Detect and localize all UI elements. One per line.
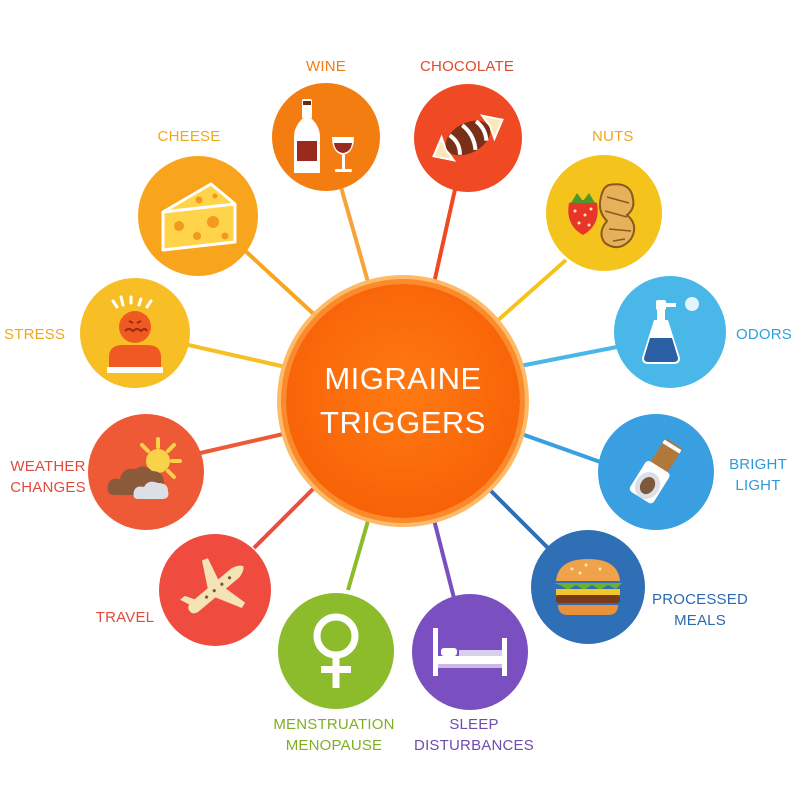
- weather-changes-label: WEATHER CHANGES: [10, 458, 86, 496]
- female-symbol-icon: [313, 613, 359, 688]
- connector-sleep: [430, 511, 456, 599]
- bright-light-node: [598, 414, 714, 530]
- cheese-label: CHEESE: [157, 128, 221, 145]
- connector-wine: [337, 179, 374, 297]
- processed-meals-node: [531, 530, 645, 644]
- bed-icon: [433, 628, 507, 676]
- connector-menstruation: [346, 513, 372, 591]
- connector-chocolate: [430, 175, 460, 293]
- odors-label: ODORS: [736, 326, 793, 343]
- processed-meals-label: PROCESSED MEALS: [652, 591, 748, 629]
- candy-icon: [432, 114, 504, 162]
- connector-nuts: [494, 258, 568, 324]
- connector-stress: [183, 342, 291, 370]
- wine-node: [272, 83, 380, 191]
- connector-weather: [195, 430, 293, 456]
- sleep-disturbances-label: SLEEP DISTURBANCES: [414, 716, 534, 754]
- stress-node: [80, 278, 190, 388]
- travel-label: TRAVEL: [95, 609, 155, 626]
- odors-node: [614, 276, 726, 388]
- chocolate-label: CHOCOLATE: [420, 58, 515, 75]
- chocolate-node: [414, 84, 522, 192]
- connector-cheese: [238, 244, 320, 320]
- connector-processed-meals: [480, 480, 550, 550]
- burger-icon: [554, 559, 622, 615]
- bright-light-label: BRIGHT LIGHT: [729, 456, 787, 494]
- stress-label: STRESS: [4, 326, 66, 343]
- connector-odors: [519, 344, 623, 368]
- perfume-bottle-icon: [642, 297, 699, 364]
- flashlight-icon: [629, 439, 682, 504]
- connector-travel: [252, 480, 322, 550]
- strawberry-peanut-icon: [568, 183, 636, 249]
- sun-cloud-icon: [107, 437, 182, 499]
- nuts-label: NUTS: [592, 128, 634, 145]
- hub-circle: MIGRAINE TRIGGERS: [286, 284, 520, 518]
- weather-changes-node: [88, 414, 204, 530]
- airplane-icon: [180, 558, 246, 614]
- cheese-node: [138, 156, 258, 276]
- travel-node: [159, 534, 271, 646]
- wine-label: WINE: [306, 58, 346, 75]
- nuts-node: [546, 155, 662, 271]
- cheese-wedge-icon: [161, 182, 237, 252]
- menstruation-menopause-node: [278, 593, 394, 709]
- wine-bottle-glass-icon: [294, 99, 354, 173]
- menstruation-menopause-label: MENSTRUATION MENOPAUSE: [273, 716, 395, 754]
- sleep-disturbances-node: [412, 594, 528, 710]
- connector-bright-light: [515, 430, 607, 466]
- hub-title: MIGRAINE TRIGGERS: [320, 361, 486, 440]
- stressed-person-icon: [107, 295, 163, 373]
